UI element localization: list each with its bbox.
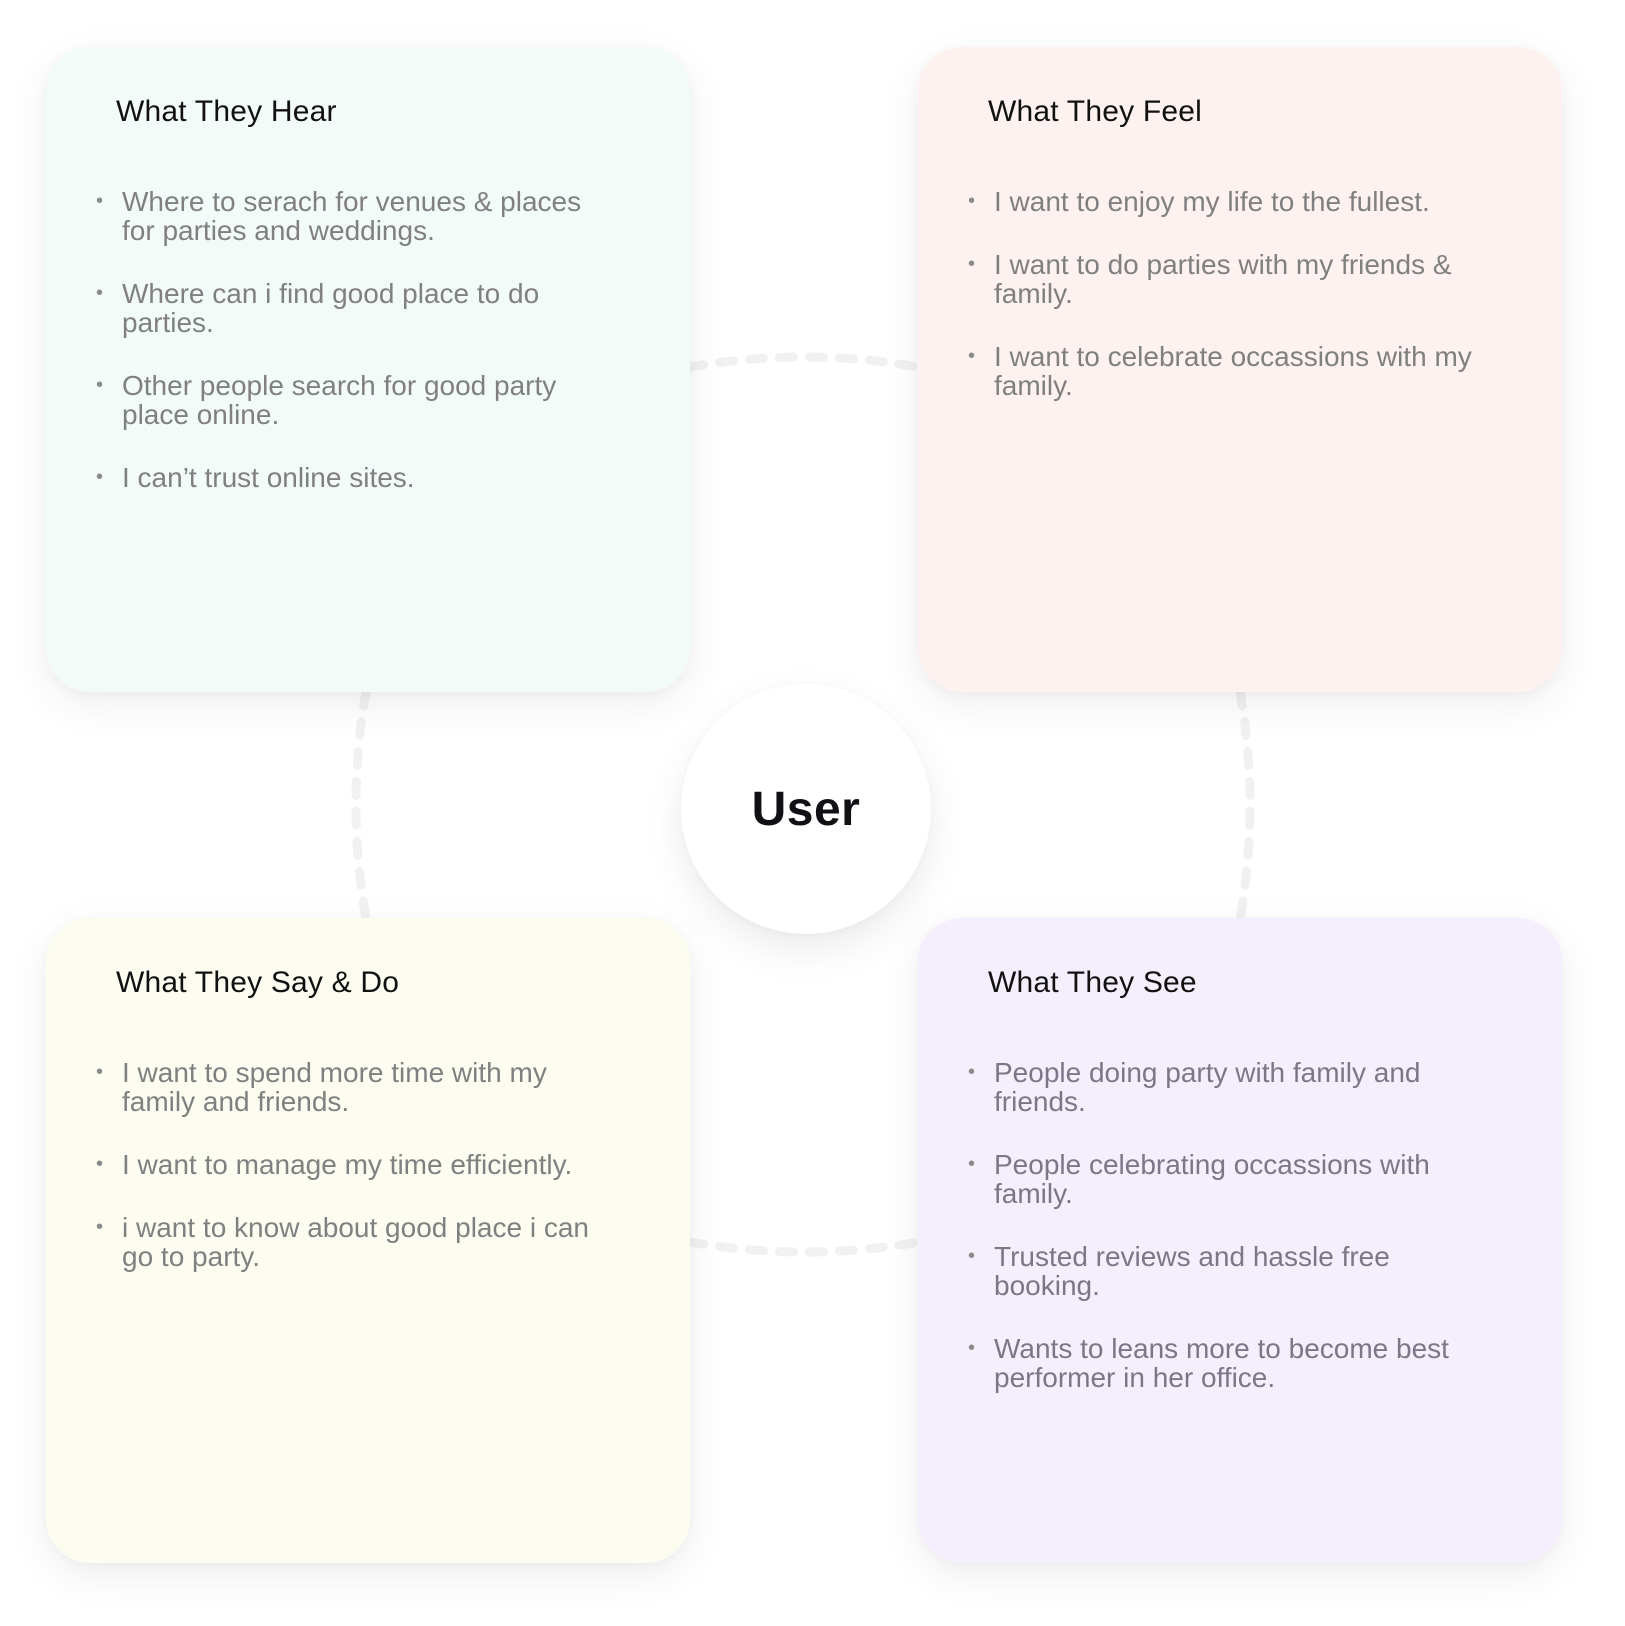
list-item: • Trusted reviews and hassle free booking… [968, 1242, 1492, 1300]
list-item-text: I want to spend more time with my family… [122, 1057, 547, 1117]
list-item-text: Where to serach for venues & places for … [122, 186, 582, 246]
list-item: • I want to manage my time efficiently. [96, 1150, 620, 1179]
bullet-icon: • [968, 1337, 976, 1359]
list-item-text: i want to know about good place i can go… [122, 1212, 589, 1272]
list-item-text: I want to celebrate occassions with my f… [994, 341, 1472, 401]
card-title: What They Feel [988, 95, 1203, 128]
card-what-they-feel: What They Feel • I want to enjoy my life … [918, 47, 1562, 692]
list-item: • People celebrating occassions with fami… [968, 1150, 1492, 1208]
list-item-text: Wants to leans more to become best perfo… [994, 1333, 1449, 1393]
list-item: • I want to spend more time with my famil… [96, 1058, 620, 1116]
card-what-they-see: What They See • People doing party with f… [918, 918, 1562, 1563]
connector-right [1235, 687, 1255, 923]
connector-left [351, 687, 371, 923]
card-what-they-hear: What They Hear • Where to serach for venu… [46, 47, 690, 692]
card-list: • Where to serach for venues & places for… [96, 187, 620, 526]
list-item-text: Where can i find good place to do partie… [122, 278, 540, 338]
bullet-icon: • [96, 1153, 104, 1175]
bullet-icon: • [96, 374, 104, 396]
card-what-they-say-do: What They Say & Do • I want to spend more… [46, 918, 690, 1563]
list-item: • People doing party with family and frie… [968, 1058, 1492, 1116]
list-item: • Other people search for good party plac… [96, 371, 620, 429]
list-item: • I want to celebrate occassions with my … [968, 342, 1492, 400]
list-item-text: I want to manage my time efficiently. [122, 1149, 573, 1180]
bullet-icon: • [968, 253, 976, 275]
card-title: What They See [988, 966, 1197, 999]
list-item-text: I want to do parties with my friends & f… [994, 249, 1452, 309]
list-item-text: Trusted reviews and hassle free booking. [994, 1241, 1390, 1301]
list-item: • I want to do parties with my friends & … [968, 250, 1492, 308]
list-item-text: I want to enjoy my life to the fullest. [994, 186, 1430, 217]
list-item: • Wants to leans more to become best perf… [968, 1334, 1492, 1392]
center-label: User [751, 782, 861, 836]
center-node: User [681, 684, 931, 934]
list-item: • Where to serach for venues & places for… [96, 187, 620, 245]
list-item-text: People doing party with family and frien… [994, 1057, 1421, 1117]
bullet-icon: • [96, 282, 104, 304]
bullet-icon: • [968, 190, 976, 212]
list-item: • I can’t trust online sites. [96, 463, 620, 492]
bullet-icon: • [96, 1061, 104, 1083]
list-item-text: I can’t trust online sites. [122, 462, 415, 493]
card-list: • I want to enjoy my life to the fullest.… [968, 187, 1492, 434]
bullet-icon: • [96, 1216, 104, 1238]
card-title: What They Say & Do [116, 966, 400, 999]
list-item: • i want to know about good place i can g… [96, 1213, 620, 1271]
card-list: • I want to spend more time with my famil… [96, 1058, 620, 1305]
card-list: • People doing party with family and frie… [968, 1058, 1492, 1426]
bullet-icon: • [968, 1153, 976, 1175]
list-item: • Where can i find good place to do parti… [96, 279, 620, 337]
bullet-icon: • [968, 1245, 976, 1267]
connector-top [685, 352, 923, 372]
list-item-text: Other people search for good party place… [122, 370, 557, 430]
list-item-text: People celebrating occassions with famil… [994, 1149, 1430, 1209]
connector-bottom [685, 1237, 923, 1257]
bullet-icon: • [96, 190, 104, 212]
card-title: What They Hear [116, 95, 337, 128]
list-item: • I want to enjoy my life to the fullest. [968, 187, 1492, 216]
bullet-icon: • [96, 466, 104, 488]
bullet-icon: • [968, 345, 976, 367]
bullet-icon: • [968, 1061, 976, 1083]
